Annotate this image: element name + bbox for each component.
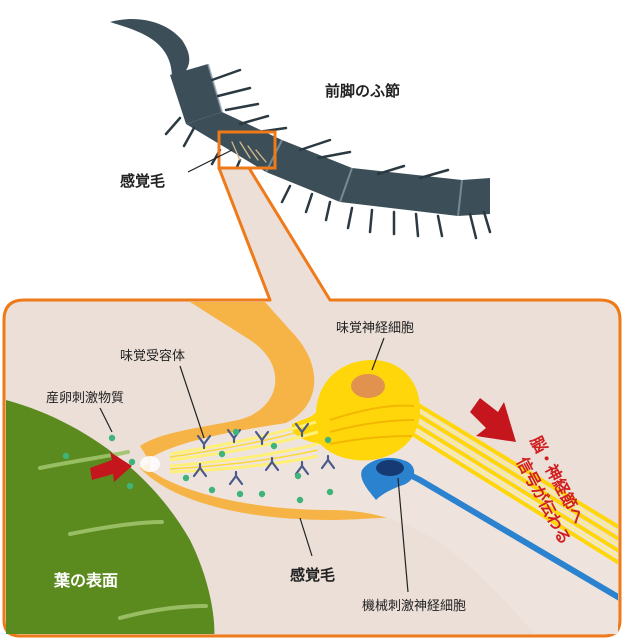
leg-spines [164,68,492,240]
leader-gustatory-neuron [371,337,385,371]
leaf-vein-1 [38,450,130,470]
gustatory-axons [404,398,618,578]
leader-sensory-hair-bottom [299,517,313,557]
cuticle-upper [140,302,315,462]
leg-segment-4 [340,168,462,216]
leg-claw [110,19,190,78]
label-gustatory-neuron: 味覚神経細胞 [336,321,414,336]
label-leaf-surface: 葉の表面 [53,571,118,590]
label-mech-neuron: 機械刺激神経細胞 [362,599,466,614]
hair-pore [140,456,160,472]
leader-taste-receptor [179,365,205,439]
leaf [6,400,215,634]
leg-segment-3 [266,140,352,202]
entry-arrow-icon [90,452,132,482]
stimulant-molecules [62,428,334,504]
label-oviposition-stimulant: 産卵刺激物質 [46,390,124,406]
label-sensory-hair-bottom: 感覚毛 [290,566,335,584]
leader-mech-neuron [397,477,409,593]
signal-arrow-icon [470,398,516,442]
gustatory-neuron-body [291,360,420,461]
foreleg [110,19,492,240]
sensory-hair-leader [187,149,233,173]
mech-neuron-nucleus [376,460,404,476]
leaf-vein-3 [118,604,208,620]
leader-stimulant [99,407,113,433]
label-taste-receptor: 味覚受容体 [120,348,185,364]
taste-receptors [192,422,336,486]
label-foreleg-segment: 前脚のふ節 [325,82,400,100]
leaf-vein-2 [68,520,164,536]
leg-segment-1 [170,64,222,124]
leg-segment-2 [186,112,282,172]
cuticle-lower [140,462,618,634]
gustatory-neuron-nucleus [351,374,385,398]
dendrites [169,420,319,474]
label-sensory-hair-top: 感覚毛 [120,172,165,190]
leg-segment-5 [458,178,490,216]
